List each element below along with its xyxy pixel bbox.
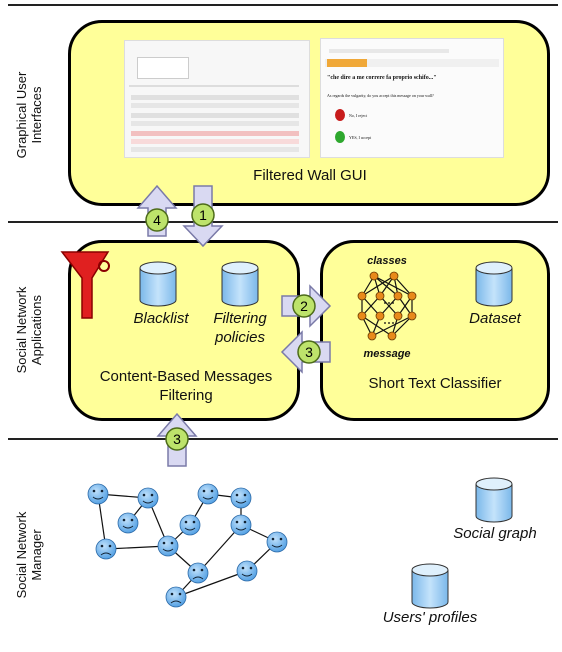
filtering-policies-label: Filtering policies	[213, 310, 267, 346]
badge-3-bottom-text: 3	[173, 431, 181, 447]
dataset-database-icon	[475, 261, 513, 307]
user-smile-icon	[87, 483, 109, 505]
screenshot-option-no[interactable]: No, I reject	[349, 113, 368, 118]
user-smile-icon	[197, 483, 219, 505]
badge-2-text: 2	[300, 298, 308, 314]
user-smile-icon	[137, 487, 159, 509]
content-based-filtering-title: Content-Based Messages Filtering	[99, 368, 273, 404]
classes-label: classes	[367, 255, 407, 267]
user-sad-icon	[187, 562, 209, 584]
user-smile-icon	[117, 512, 139, 534]
badge-3-left-text: 3	[305, 344, 313, 360]
short-text-classifier-title: Short Text Classifier	[368, 375, 502, 392]
badge-1: 1	[191, 203, 215, 227]
blacklist-label: Blacklist	[133, 310, 189, 327]
social-network-users	[87, 483, 288, 608]
badge-4: 4	[145, 208, 169, 232]
reject-icon[interactable]	[335, 109, 345, 121]
badge-3-left: 3	[297, 340, 321, 364]
badge-2: 2	[292, 294, 316, 318]
dataset-label: Dataset	[469, 310, 521, 327]
screenshot-option-yes[interactable]: YES, I accept	[349, 135, 372, 140]
accept-icon[interactable]	[335, 131, 345, 143]
users-profiles-database-icon	[411, 563, 449, 609]
badge-3-bottom: 3	[165, 427, 189, 451]
user-sad-icon	[165, 586, 187, 608]
neural-network-nodes	[357, 271, 417, 341]
badge-1-text: 1	[199, 207, 207, 223]
user-smile-icon	[266, 531, 288, 553]
layer-divider-gui-apps	[8, 221, 558, 223]
social-network-edges	[97, 493, 278, 598]
layer-divider-apps-manager	[8, 438, 558, 440]
message-label: message	[363, 348, 411, 360]
layer-divider-top	[8, 4, 558, 6]
users-profiles-label: Users' profiles	[382, 609, 478, 626]
wall-screenshot-left	[124, 40, 310, 158]
wall-screenshot-right: "che dire a me correre fa proprio schifo…	[320, 38, 504, 158]
filter-funnel-icon	[60, 251, 110, 319]
blacklist-database-icon	[139, 261, 177, 307]
screenshot-prompt-title: "che dire a me correre fa proprio schifo…	[327, 75, 437, 81]
filtered-wall-gui-title: Filtered Wall GUI	[253, 167, 367, 184]
social-graph-label: Social graph	[453, 525, 537, 542]
neural-network-icon	[361, 275, 413, 337]
social-graph-database-icon	[475, 477, 513, 523]
filtering-policies-database-icon	[221, 261, 259, 307]
user-smile-icon	[230, 487, 252, 509]
screenshot-prompt-question: As regards the vulgarity, do you accept …	[327, 93, 434, 98]
user-smile-icon	[179, 514, 201, 536]
badge-4-text: 4	[153, 212, 161, 228]
user-smile-icon	[230, 514, 252, 536]
user-sad-icon	[95, 538, 117, 560]
user-smile-icon	[157, 535, 179, 557]
user-smile-icon	[236, 560, 258, 582]
